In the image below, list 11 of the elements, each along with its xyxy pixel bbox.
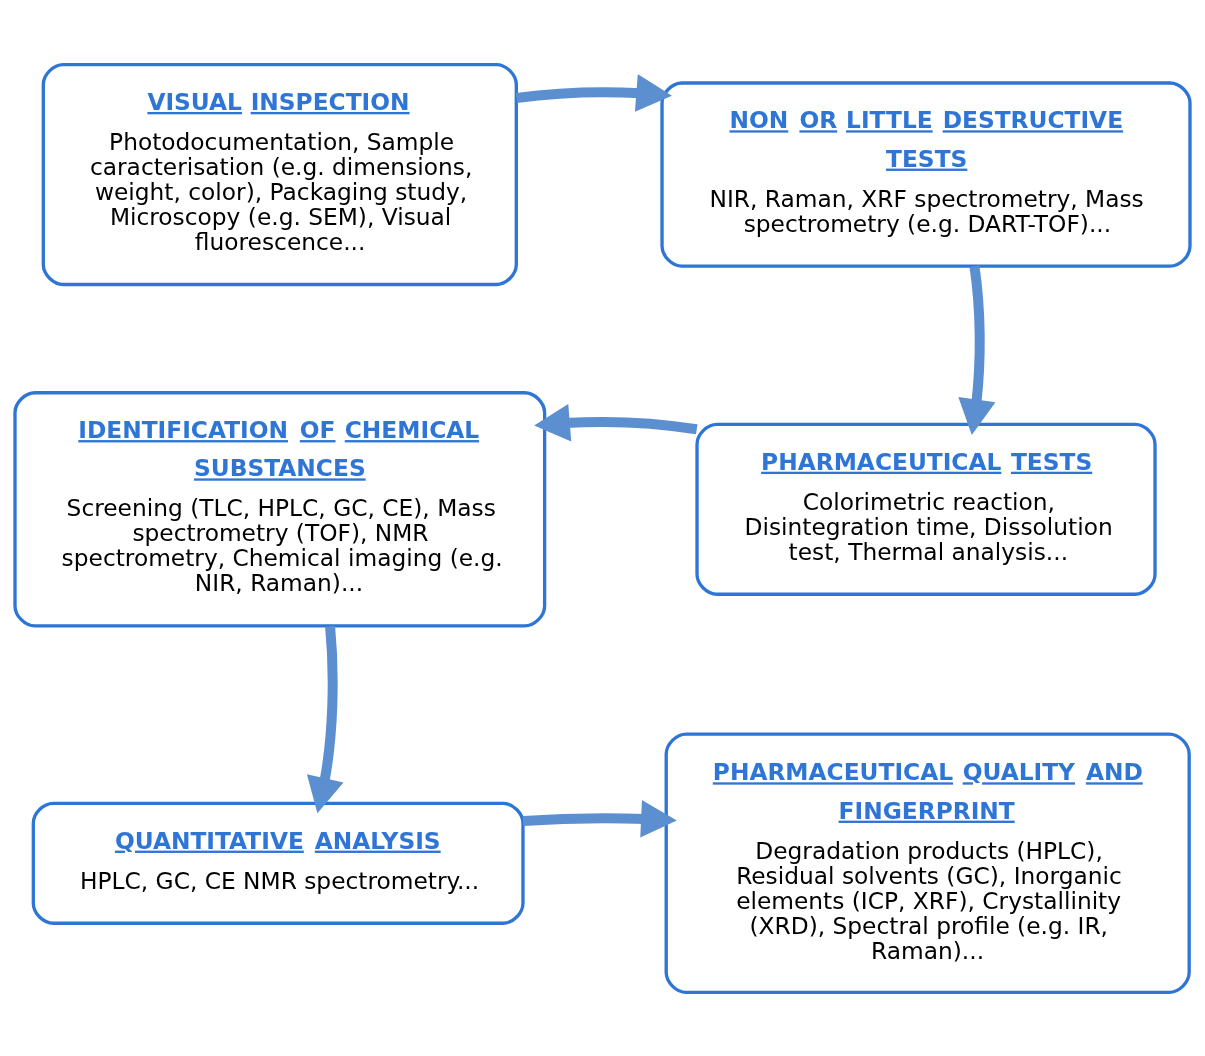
node-box: PHARMACEUTICAL TESTS Colorimetric reaction, Disintegration time, Dissolution test, Thermal analysis... (695, 422, 1157, 596)
node-box: QUANTITATIVE ANALYSIS HPLC, GC, CE NMR spectrometry... (31, 801, 525, 925)
arrow (515, 73, 672, 112)
node-box: NON OR LITTLE DESTRUCTIVE TESTS NIR, Raman, XRF spectrometry, Mass spectrometry (e.g. DART-TOF)... (660, 80, 1192, 268)
node-box: VISUAL INSPECTION Photodocumentation, Sample caracterisation (e.g. dimensions, weight, color), Packaging study, Microscopy (e.g. SEM), Visual fluorescence... (41, 62, 518, 286)
node-box: PHARMACEUTICAL QUALITY AND FINGERPRINT Degradation products (HPLC), Residual solvents (GC), Inorganic elements (ICP, XRF), Crystallinity (XRD), Spectral profile (e.g. IR, Raman)... (664, 732, 1191, 994)
arrow (958, 265, 996, 435)
arrow (534, 403, 698, 441)
arrow (306, 625, 344, 813)
arrow (522, 799, 677, 838)
node-box: IDENTIFICATION OF CHEMICAL SUBSTANCES Screening (TLC, HPLC, GC, CE), Mass spectrometry (TOF), NMR spectrometry, Chemical imaging (e.g. NIR, Raman)... (13, 390, 547, 628)
